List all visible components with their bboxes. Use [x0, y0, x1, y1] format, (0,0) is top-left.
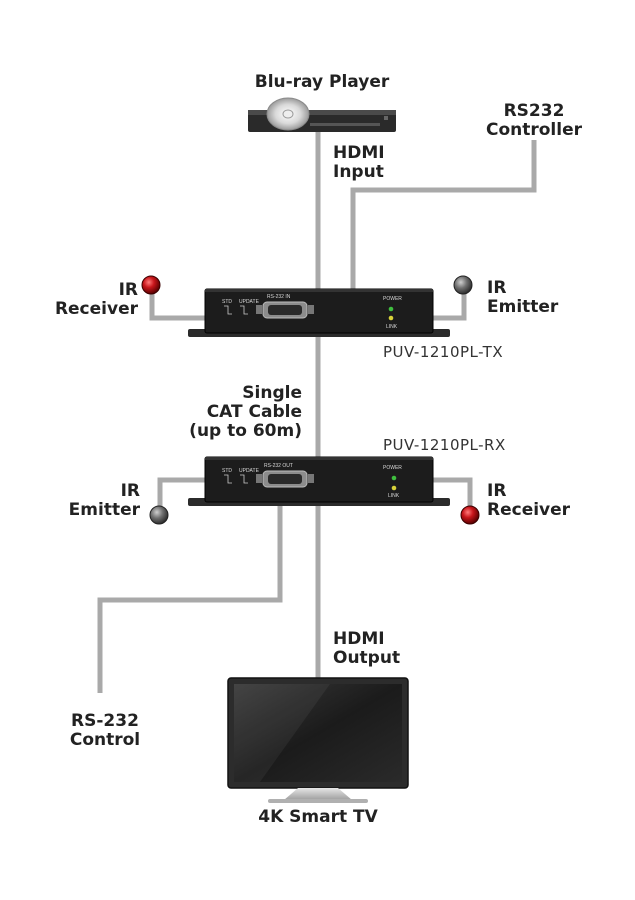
- rx-link-led: [391, 485, 397, 491]
- ir-receiver-tx-icon: [141, 275, 161, 295]
- tx-rs232-port: [256, 301, 314, 319]
- rx-update-label: UPDATE: [239, 468, 260, 474]
- rx-model-label: PUV-1210PL-RX: [383, 436, 506, 454]
- rx-power-led: [391, 475, 397, 481]
- tx-power-label: POWER: [383, 296, 402, 302]
- rx-port-label: RS-232 OUT: [264, 463, 293, 469]
- ir-emitter-tx-icon: [453, 275, 473, 295]
- rs232-control-cable: [97, 502, 283, 693]
- tx-update-label: UPDATE: [239, 299, 260, 305]
- rx-std-label: STD: [222, 468, 232, 474]
- tv-label: 4K Smart TV: [258, 807, 378, 827]
- rx-device: STD UPDATE RS-232 OUT POWER LINK: [188, 456, 450, 506]
- ir-receiver-tx-cable: [149, 292, 210, 321]
- tx-device: STD UPDATE RS-232 IN POWER LINK: [188, 288, 450, 337]
- tx-model-label: PUV-1210PL-TX: [383, 343, 504, 361]
- tx-std-label: STD: [222, 299, 232, 305]
- rs232-controller-cable: [350, 140, 537, 292]
- rx-power-label: POWER: [383, 465, 402, 471]
- ir-emitter-rx-cable: [157, 477, 210, 508]
- ir-receiver-rx-icon: [460, 505, 480, 525]
- tx-link-led: [388, 315, 394, 321]
- ir-emitter-tx-cable: [430, 292, 467, 321]
- cables: [97, 128, 537, 693]
- bluray-player-label: Blu-ray Player: [254, 72, 390, 92]
- bluray-player: [248, 97, 396, 132]
- ir-receiver-rx-cable: [430, 477, 473, 508]
- smart-tv: [227, 677, 409, 803]
- tx-port-label: RS-232 IN: [267, 294, 291, 300]
- tx-link-label: LINK: [386, 324, 398, 330]
- ir-emitter-rx-icon: [149, 505, 169, 525]
- tx-power-led: [388, 306, 394, 312]
- rx-link-label: LINK: [388, 493, 400, 499]
- rx-rs232-port: [256, 470, 314, 488]
